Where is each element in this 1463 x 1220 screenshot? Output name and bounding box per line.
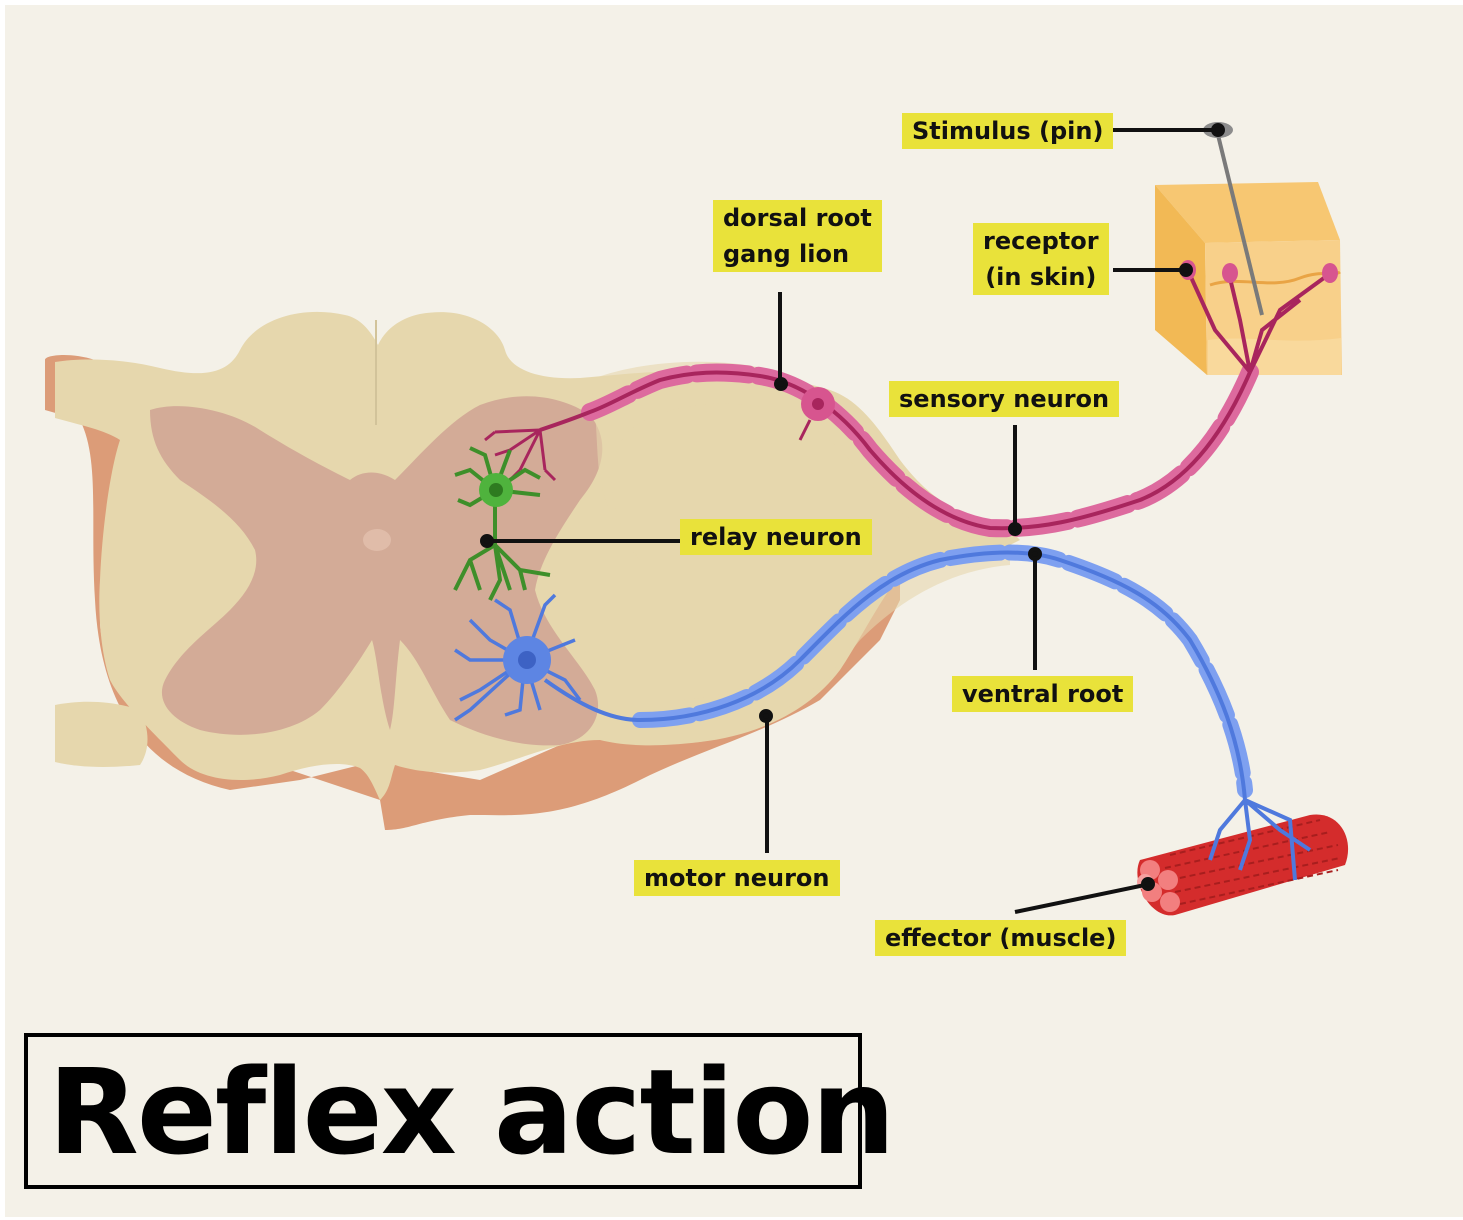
sensory-axon [539,370,1252,531]
leader-stimulus-dot [1211,123,1225,137]
label-motor-neuron: motor neuron [634,860,840,896]
leader-lines [480,123,1225,914]
motor-axon [543,550,1247,801]
motor-end-plates [1208,798,1312,881]
motor-dendrites [454,593,582,722]
leader-effector-dot [1141,877,1155,891]
page-title: Reflex action [48,1043,895,1181]
leader-sensory-neuron-dot [1008,522,1022,536]
label-dorsal-root-ganglion-line1: dorsal root [723,204,872,232]
leader-ventral-root-dot [1028,547,1042,561]
relay-dendrites [453,446,551,601]
label-receptor-line2: (in skin) [985,263,1097,291]
relay-neuron [453,446,551,601]
skin-block [1155,182,1342,375]
leader-relay-neuron-dot [480,534,494,548]
ganglion-nucleus [812,398,824,410]
sensory-neuron [484,260,1338,538]
skin-left-face [1155,185,1207,375]
relay-nucleus [489,483,503,497]
muscle-fiber-end-4 [1160,892,1180,912]
ganglion-stalk [798,419,812,441]
title-box: Reflex action [24,1033,895,1189]
skin-top-face [1155,182,1340,243]
muscle-fiber-end-2 [1158,870,1178,890]
skin-deep-layer [1208,338,1341,375]
label-stimulus: Stimulus (pin) [902,113,1114,149]
label-ventral-root: ventral root [952,676,1134,712]
label-dorsal-root-ganglion-line2: gang lion [723,240,850,268]
leader-receptor-dot [1179,263,1193,277]
dorsal-root-band [590,361,1010,560]
leader-motor-neuron-dot [759,709,773,723]
receptor-ending-2 [1222,263,1238,283]
label-relay-neuron: relay neuron [680,519,872,555]
muscle [1137,798,1349,916]
left-lateral-column [55,701,148,767]
motor-neuron [454,544,1253,801]
receptor-ending-3 [1322,263,1338,283]
label-effector: effector (muscle) [875,920,1127,956]
label-dorsal-root-ganglion: dorsal root gang lion [713,200,882,272]
pin-shaft [1216,134,1264,316]
label-receptor: receptor (in skin) [973,223,1109,295]
central-canal [363,529,391,551]
label-sensory-neuron: sensory neuron [889,381,1120,417]
motor-nucleus [518,651,536,669]
leader-dorsal-root-ganglion-dot [774,377,788,391]
label-receptor-line1: receptor [983,227,1099,255]
receptor-branches [1188,273,1330,374]
leader-effector [1014,883,1146,914]
